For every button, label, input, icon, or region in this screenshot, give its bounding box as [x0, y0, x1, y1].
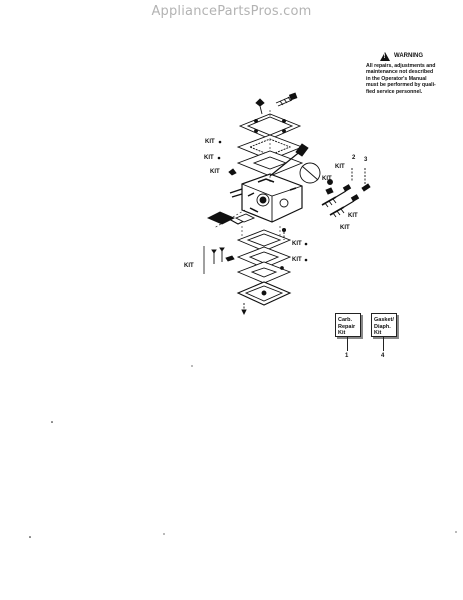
- adjust-needles: [321, 168, 371, 218]
- warning-line-4: must be performed by quali-: [366, 82, 436, 89]
- gasket-3: [236, 261, 292, 284]
- kit-label-1: KIT: [205, 139, 215, 145]
- warning-line-3: in the Operator's Manual: [366, 75, 427, 82]
- gasket-kit-line-3: Kit: [374, 330, 382, 336]
- kit-label-2: KIT: [204, 155, 214, 161]
- gasket-kit-line-2: Diaph.: [374, 323, 391, 330]
- gasket-kit-leader: [383, 337, 384, 351]
- warning-triangle-icon: [380, 52, 390, 61]
- kit-label-10: KIT: [184, 263, 194, 269]
- kit-label-5: KIT: [322, 176, 332, 182]
- callout-3: 3: [364, 157, 368, 163]
- carb-kit-leader: [347, 337, 348, 351]
- kit-label-3: KIT: [210, 169, 220, 175]
- gasket-2: [236, 229, 292, 252]
- kit-label-8: KIT: [292, 241, 302, 247]
- diaphragm-2: [236, 246, 292, 269]
- throttle-shaft: [269, 143, 334, 195]
- diaphragm-1: [236, 150, 304, 177]
- gasket-kit-line-1: Gasket/: [374, 317, 394, 323]
- gasket-kit-number: 4: [381, 353, 385, 359]
- carb-kit-line-1: Carb.: [338, 317, 353, 323]
- site-watermark: AppliancePartsPros.com: [151, 4, 312, 19]
- carb-repair-kit-box[interactable]: Carb. Repair Kit: [335, 313, 361, 337]
- warning-title: WARNING: [394, 53, 423, 60]
- kit-label-7: KIT: [340, 225, 350, 231]
- top-screw-spring: [255, 92, 298, 115]
- warning-line-5: fied service personnel.: [366, 88, 423, 95]
- small-pins: [211, 247, 247, 316]
- kit-label-9: KIT: [292, 257, 302, 263]
- warning-notice: WARNING All repairs, adjustments and mai…: [366, 52, 458, 95]
- choke-lever: [206, 211, 256, 225]
- carb-kit-line-2: Repair: [338, 323, 356, 330]
- cover-plate: [238, 113, 302, 140]
- kit-label-4: KIT: [335, 164, 345, 170]
- warning-line-1: All repairs, adjustments and: [366, 63, 436, 69]
- carburetor-body: [229, 173, 303, 223]
- bottom-cover: [236, 281, 292, 306]
- carb-kit-line-3: Kit: [338, 330, 346, 336]
- gasket-diaph-kit-box[interactable]: Gasket/ Diaph. Kit: [371, 313, 397, 337]
- warning-line-2: maintenance not described: [366, 69, 434, 76]
- callout-2: 2: [352, 155, 356, 161]
- kit-label-6: KIT: [348, 213, 358, 219]
- carb-kit-number: 1: [345, 353, 349, 359]
